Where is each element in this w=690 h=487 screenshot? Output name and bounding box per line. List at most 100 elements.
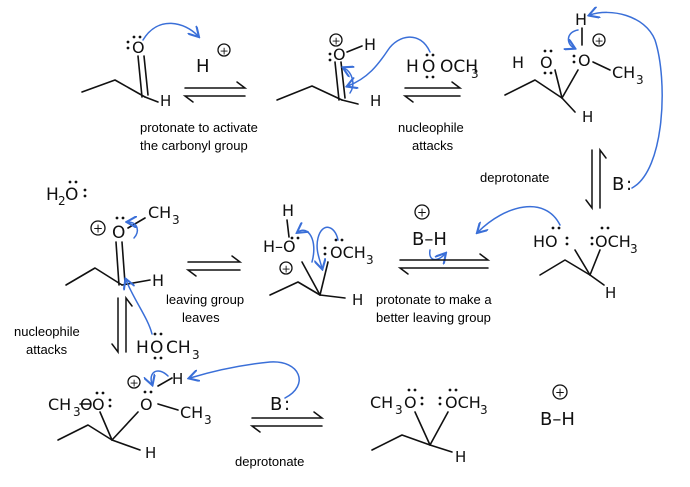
svg-text:H: H (196, 56, 210, 77)
svg-text:3: 3 (471, 67, 479, 81)
curved-arrow-CO-bond-leaves (298, 230, 315, 263)
protonated-base-2: + B–H (540, 384, 575, 430)
svg-text:+: + (282, 263, 291, 276)
caption-protonate-line2: the carbonyl group (140, 138, 248, 153)
svg-text:H: H (455, 448, 466, 466)
equilibrium-arrow-5 (185, 255, 243, 277)
svg-text:3: 3 (366, 253, 374, 267)
svg-text:H: H (406, 57, 419, 77)
svg-text:+: + (417, 206, 427, 220)
svg-text:O: O (540, 53, 553, 72)
svg-text:HO: HO (533, 232, 558, 251)
svg-text:3: 3 (636, 73, 644, 87)
svg-text:O: O (404, 393, 417, 412)
svg-text:CH: CH (166, 338, 191, 358)
equilibrium-arrow-1 (182, 81, 248, 103)
curved-arrow-pi-bond-to-oxygen (344, 68, 353, 94)
protonated-carbonyl: O + H H (276, 33, 381, 110)
svg-text:+: + (93, 222, 103, 236)
protonated-acetal: CH 3 O O + O H CH 3 H (48, 370, 212, 462)
acetal-product: CH 3 O OCH 3 H (370, 388, 488, 466)
curved-arrow-oxygen-lone-pair-pi (128, 222, 139, 239)
svg-text:H: H (145, 444, 156, 462)
caption-nucleophile-line1: nucleophile (398, 120, 464, 135)
oxocarbenium: H 2 O + O CH 3 H (46, 180, 180, 290)
svg-text:O: O (112, 223, 125, 243)
caption-leaves-line2: leaves (182, 310, 220, 325)
curved-arrow-lonepair-to-proton (142, 22, 198, 41)
svg-text:3: 3 (172, 213, 180, 227)
curved-arrow-OMe-lone-pair (317, 226, 339, 268)
svg-text:H: H (575, 10, 587, 29)
curved-arrow-base2-deprotonate (190, 361, 300, 399)
svg-text:+: + (332, 35, 341, 48)
caption-nucleophile-line2: attacks (412, 138, 454, 153)
propanal: O H (81, 35, 171, 110)
svg-text:H: H (282, 201, 294, 220)
svg-text:H: H (136, 338, 149, 358)
svg-text:O: O (92, 395, 105, 414)
equilibrium-arrow-2 (402, 81, 463, 103)
svg-text:H: H (364, 35, 376, 54)
caption-deprotonate-2: deprotonate (235, 454, 304, 469)
water: H (46, 185, 59, 205)
equilibrium-arrow-6 (111, 295, 133, 355)
curved-arrow-methanol2-attack (126, 280, 153, 335)
oxonium-intermediate: H O O + H CH 3 H (504, 10, 644, 126)
caption-protonate-line1: protonate to activate (140, 120, 258, 135)
equilibrium-arrow-4 (397, 253, 491, 275)
caption-nucleophile2-line1: nucleophile (14, 324, 80, 339)
svg-text:OCH: OCH (330, 243, 366, 262)
base: B (612, 174, 624, 195)
svg-text:+: + (555, 386, 565, 400)
svg-text:H: H (152, 271, 164, 290)
caption-nucleophile2-line2: attacks (26, 342, 68, 357)
base-2: B (270, 394, 282, 415)
equilibrium-arrow-3 (585, 147, 607, 211)
svg-text::: : (626, 174, 632, 195)
proton: H + (196, 43, 231, 77)
aldehyde-hydrogen: H (160, 92, 171, 110)
svg-text:3: 3 (192, 348, 200, 362)
curved-arrow-BH-bond-to-base (429, 249, 445, 260)
svg-text:3: 3 (204, 413, 212, 427)
svg-text:OCH: OCH (445, 393, 481, 412)
protonated-base: + B–H (412, 204, 447, 250)
svg-text:CH: CH (148, 203, 171, 222)
curved-arrow-NH-bond-to-oxygen (568, 29, 579, 48)
svg-text:CH: CH (48, 395, 71, 414)
svg-text:CH: CH (180, 403, 203, 422)
svg-text:B–H: B–H (540, 409, 575, 430)
svg-text:O: O (150, 338, 163, 358)
svg-text:2: 2 (58, 194, 66, 208)
curved-arrow-methanol-attack (348, 36, 431, 86)
methanol: H O OCH 3 (406, 53, 479, 81)
svg-text:3: 3 (480, 403, 488, 417)
caption-leaving-group-line2: better leaving group (376, 310, 491, 325)
svg-text:H: H (512, 53, 524, 72)
svg-text:+: + (595, 35, 604, 48)
curved-arrow-base-deprotonate (590, 12, 663, 189)
svg-text:+: + (220, 45, 229, 58)
caption-leaving-group-line1: protonate to make a (376, 292, 492, 307)
svg-text:+: + (130, 377, 139, 390)
svg-text:H: H (605, 284, 616, 302)
svg-text:O: O (422, 57, 435, 77)
curved-arrow-OH-bond-to-oxygen2 (151, 370, 169, 384)
svg-text:B–H: B–H (412, 229, 447, 250)
svg-text:O: O (578, 51, 591, 70)
svg-text:3: 3 (395, 403, 403, 417)
svg-text:3: 3 (630, 242, 638, 256)
svg-text:O: O (65, 185, 78, 205)
svg-text:OCH: OCH (595, 232, 631, 251)
svg-text:OCH: OCH (440, 57, 478, 77)
protonated-hemiacetal: H H–O + OCH 3 H (263, 201, 374, 309)
methanol-2: H O CH 3 (136, 332, 200, 362)
hemiacetal: HO OCH 3 H (533, 226, 638, 302)
svg-text:O: O (140, 395, 153, 414)
svg-text:H: H (370, 92, 381, 110)
svg-text:3: 3 (73, 405, 81, 419)
caption-leaves-line1: leaving group (166, 292, 244, 307)
